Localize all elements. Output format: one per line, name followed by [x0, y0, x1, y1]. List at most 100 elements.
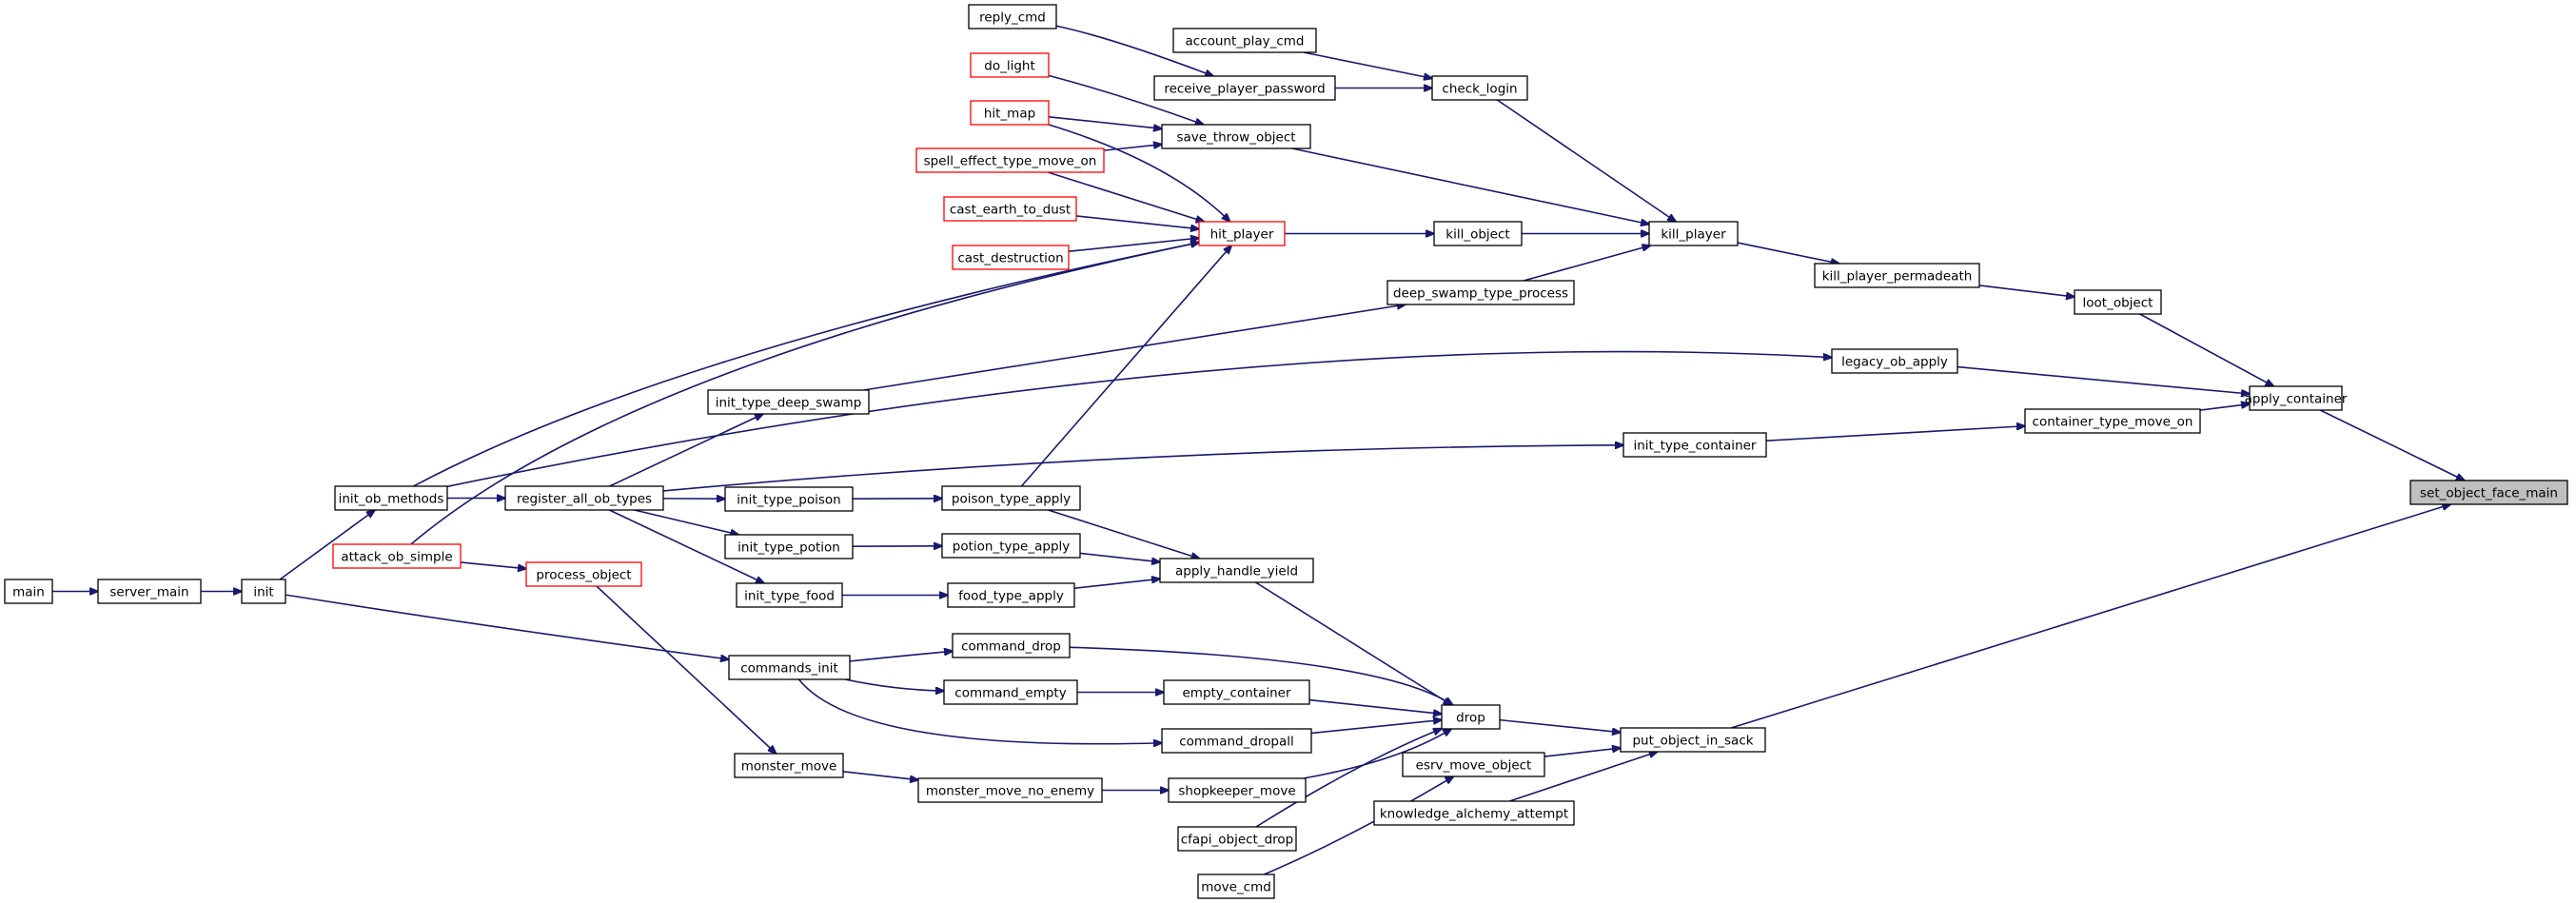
node-box — [1161, 728, 1312, 754]
node-main[interactable]: main — [4, 579, 53, 604]
node-init-type-poison[interactable]: init_type_poison — [724, 486, 854, 512]
node-box — [970, 52, 1050, 78]
node-put-object-in-sack[interactable]: put_object_in_sack — [1620, 727, 1766, 753]
edge-cast_destruction-to-hit_player — [1068, 238, 1199, 253]
node-label: apply_container — [2245, 392, 2348, 407]
node-knowledge-alchemy-attempt[interactable]: knowledge_alchemy_attempt — [1373, 800, 1575, 826]
edge-loot_object-to-apply_container — [2139, 313, 2274, 386]
node-cast-earth-to-dust[interactable]: cast_earth_to_dust — [943, 196, 1077, 222]
edge-command_drop-to-drop — [1069, 646, 1453, 705]
edge-init-to-commands_init — [285, 594, 729, 659]
node-box — [525, 561, 642, 587]
node-monster-move[interactable]: monster_move — [734, 753, 844, 778]
node-kill-player[interactable]: kill_player — [1648, 221, 1739, 246]
node-container-type-move-on[interactable]: container_type_move_on — [2024, 408, 2201, 434]
node-commands-init[interactable]: commands_init — [728, 655, 851, 680]
node-cast-destruction[interactable]: cast_destruction — [952, 245, 1070, 270]
edges-layer — [52, 25, 2465, 875]
node-box — [1177, 826, 1297, 852]
node-box — [2074, 289, 2162, 315]
node-apply-container[interactable]: apply_container — [2245, 385, 2348, 411]
node-do-light[interactable]: do_light — [970, 52, 1050, 78]
node-label: deep_swamp_type_process — [1393, 286, 1568, 302]
node-account-play-cmd[interactable]: account_play_cmd — [1172, 28, 1317, 53]
node-command-drop[interactable]: command_drop — [952, 633, 1071, 658]
node-cfapi-object-drop[interactable]: cfapi_object_drop — [1177, 826, 1297, 852]
node-label: move_cmd — [1201, 880, 1271, 895]
node-poison-type-apply[interactable]: poison_type_apply — [941, 485, 1081, 511]
node-monster-move-no-enemy[interactable]: monster_move_no_enemy — [917, 777, 1103, 803]
node-label: account_play_cmd — [1185, 34, 1304, 49]
node-attack-ob-simple[interactable]: attack_ob_simple — [332, 543, 462, 569]
node-label: cfapi_object_drop — [1181, 833, 1294, 848]
edge-knowledge_alchemy_attempt-to-put_object_in_sack — [1509, 752, 1657, 802]
node-label: monster_move_no_enemy — [926, 784, 1094, 799]
node-box — [1648, 221, 1739, 246]
node-set-object-face-main[interactable]: set_object_face_main — [2409, 480, 2568, 505]
node-apply-handle-yield[interactable]: apply_handle_yield — [1159, 558, 1314, 583]
edge-spell_effect_type_move_on-to-hit_player — [1047, 171, 1204, 222]
node-command-empty[interactable]: command_empty — [943, 679, 1078, 705]
node-receive-player-password[interactable]: receive_player_password — [1153, 75, 1336, 101]
node-drop[interactable]: drop — [1441, 704, 1501, 730]
node-command-dropall[interactable]: command_dropall — [1161, 728, 1312, 754]
node-esrv-move-object[interactable]: esrv_move_object — [1402, 752, 1545, 777]
node-label: put_object_in_sack — [1632, 734, 1753, 749]
node-box — [1402, 752, 1545, 777]
node-box — [1163, 679, 1310, 705]
node-label: do_light — [984, 59, 1035, 74]
node-move-cmd[interactable]: move_cmd — [1197, 874, 1275, 899]
node-shopkeeper-move[interactable]: shopkeeper_move — [1168, 777, 1307, 803]
node-loot-object[interactable]: loot_object — [2074, 289, 2162, 315]
node-food-type-apply[interactable]: food_type_apply — [947, 582, 1075, 608]
node-box — [728, 655, 851, 680]
node-box — [97, 579, 202, 604]
node-hit-map[interactable]: hit_map — [970, 100, 1050, 126]
node-label: main — [12, 585, 45, 600]
node-init-type-food[interactable]: init_type_food — [736, 582, 843, 608]
edge-put_object_in_sack-to-set_object_face_main — [1730, 504, 2450, 729]
edge-attack_ob_simple-to-process_object — [460, 561, 526, 569]
edge-register_all_ob_types-to-init_type_potion — [634, 509, 739, 535]
edge-potion_type_apply-to-apply_handle_yield — [1079, 552, 1160, 561]
node-hit-player[interactable]: hit_player — [1198, 221, 1286, 246]
node-empty-container[interactable]: empty_container — [1163, 679, 1310, 705]
node-init-type-potion[interactable]: init_type_potion — [724, 534, 854, 559]
node-label: hit_map — [984, 107, 1035, 122]
node-label: potion_type_apply — [953, 540, 1071, 555]
node-kill-player-permadeath[interactable]: kill_player_permadeath — [1814, 263, 1980, 288]
node-box — [1386, 280, 1575, 305]
node-process-object[interactable]: process_object — [525, 561, 642, 587]
node-server-main[interactable]: server_main — [97, 579, 202, 604]
edge-init_type_deep_swamp-to-deep_swamp_type_process — [863, 304, 1406, 391]
node-box — [915, 147, 1105, 173]
node-register-all-ob-types[interactable]: register_all_ob_types — [504, 485, 664, 511]
edge-account_play_cmd-to-check_login — [1303, 51, 1432, 78]
node-box — [952, 245, 1070, 270]
edge-kill_player_permadeath-to-loot_object — [1978, 285, 2075, 297]
node-reply-cmd[interactable]: reply_cmd — [968, 4, 1057, 29]
node-init-ob-methods[interactable]: init_ob_methods — [334, 485, 448, 511]
node-box — [241, 579, 286, 604]
node-kill-object[interactable]: kill_object — [1433, 221, 1523, 246]
node-save-throw-object[interactable]: save_throw_object — [1161, 124, 1311, 149]
edge-esrv_move_object-to-put_object_in_sack — [1544, 748, 1621, 757]
node-spell-effect-type-move-on[interactable]: spell_effect_type_move_on — [915, 147, 1105, 173]
nodes-layer: set_object_face_main apply_container put_o… — [4, 4, 2568, 899]
node-check-login[interactable]: check_login — [1431, 75, 1528, 101]
edge-deep_swamp_type_process-to-kill_player — [1523, 245, 1650, 282]
node-label: cast_destruction — [957, 251, 1063, 266]
node-init-type-container[interactable]: init_type_container — [1622, 432, 1767, 458]
node-label: kill_object — [1445, 227, 1509, 243]
node-label: init_ob_methods — [339, 492, 444, 507]
edge-cfapi_object_drop-to-drop — [1255, 729, 1442, 828]
node-init[interactable]: init — [241, 579, 286, 604]
edge-register_all_ob_types-to-init_type_deep_swamp — [609, 414, 763, 487]
edge-drop-to-put_object_in_sack — [1499, 718, 1621, 733]
node-deep-swamp-type-process[interactable]: deep_swamp_type_process — [1386, 280, 1575, 305]
node-potion-type-apply[interactable]: potion_type_apply — [941, 533, 1081, 559]
node-legacy-ob-apply[interactable]: legacy_ob_apply — [1831, 348, 1958, 374]
node-init-type-deep-swamp[interactable]: init_type_deep_swamp — [707, 389, 870, 415]
edge-poison_type_apply-to-hit_player — [1020, 245, 1231, 487]
